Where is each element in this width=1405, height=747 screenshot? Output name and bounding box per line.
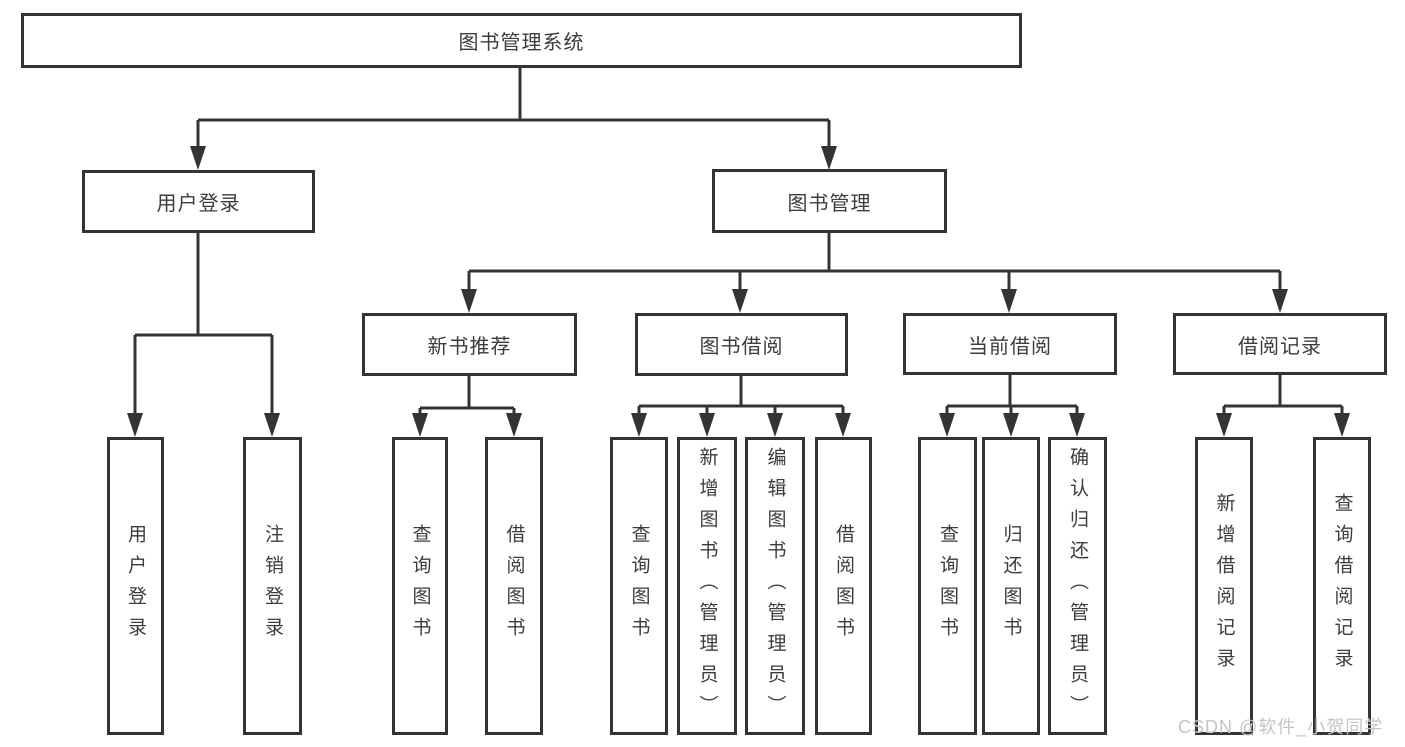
leaf-user-login: 用户登录 xyxy=(107,437,164,735)
leaf-logout: 注销登录 xyxy=(243,437,302,735)
node-label: 用户登录 xyxy=(156,193,241,215)
node-current-borrowing: 当前借阅 xyxy=(903,313,1117,375)
leaf-query-books-recommend: 查询图书 xyxy=(392,437,448,735)
leaf-query-borrow-record: 查询借阅记录 xyxy=(1313,437,1371,735)
leaf-add-books-admin: 新增图书（管理员） xyxy=(677,437,737,735)
node-label: 图书借阅 xyxy=(699,336,784,358)
node-label: 借阅记录 xyxy=(1238,335,1322,358)
node-label: 注销登录 xyxy=(262,524,283,648)
node-book-management: 图书管理 xyxy=(712,169,947,233)
leaf-confirm-return-admin: 确认归还（管理员） xyxy=(1048,437,1107,735)
node-label: 借阅图书 xyxy=(503,524,525,648)
leaf-query-books-current: 查询图书 xyxy=(918,437,977,735)
node-label: 当前借阅 xyxy=(968,335,1052,358)
node-label: 查询图书 xyxy=(628,524,650,648)
leaf-borrow-books: 借阅图书 xyxy=(815,437,872,735)
leaf-query-books-borrowing: 查询图书 xyxy=(610,437,668,735)
node-label: 编辑图书（管理员） xyxy=(764,446,786,726)
csdn-watermark: CSDN @软件_小贺同学 xyxy=(1178,717,1384,737)
node-label: 新书推荐 xyxy=(427,336,512,358)
node-label: 新增借阅记录 xyxy=(1213,493,1235,679)
node-new-book-recommend: 新书推荐 xyxy=(362,313,577,376)
leaf-return-books: 归还图书 xyxy=(982,437,1040,735)
node-label: 新增图书（管理员） xyxy=(696,446,718,726)
node-label: 查询图书 xyxy=(409,524,431,648)
node-book-borrowing: 图书借阅 xyxy=(635,313,848,376)
node-label: 图书管理系统 xyxy=(458,32,585,54)
node-label: 查询借阅记录 xyxy=(1331,493,1353,679)
leaf-borrow-books-recommend: 借阅图书 xyxy=(485,437,543,735)
arrowheads xyxy=(127,146,1350,437)
leaf-edit-books-admin: 编辑图书（管理员） xyxy=(745,437,805,735)
node-user-login: 用户登录 xyxy=(82,170,315,233)
node-borrowing-records: 借阅记录 xyxy=(1173,313,1387,375)
leaf-add-borrow-record: 新增借阅记录 xyxy=(1195,437,1253,735)
node-library-management-system: 图书管理系统 xyxy=(21,13,1022,68)
node-label: 借阅图书 xyxy=(833,524,854,648)
node-label: 归还图书 xyxy=(1000,524,1022,648)
node-label: 查询图书 xyxy=(937,524,958,648)
node-label: 确认归还（管理员） xyxy=(1067,446,1088,726)
node-label: 用户登录 xyxy=(125,524,146,648)
node-label: 图书管理 xyxy=(787,192,872,215)
